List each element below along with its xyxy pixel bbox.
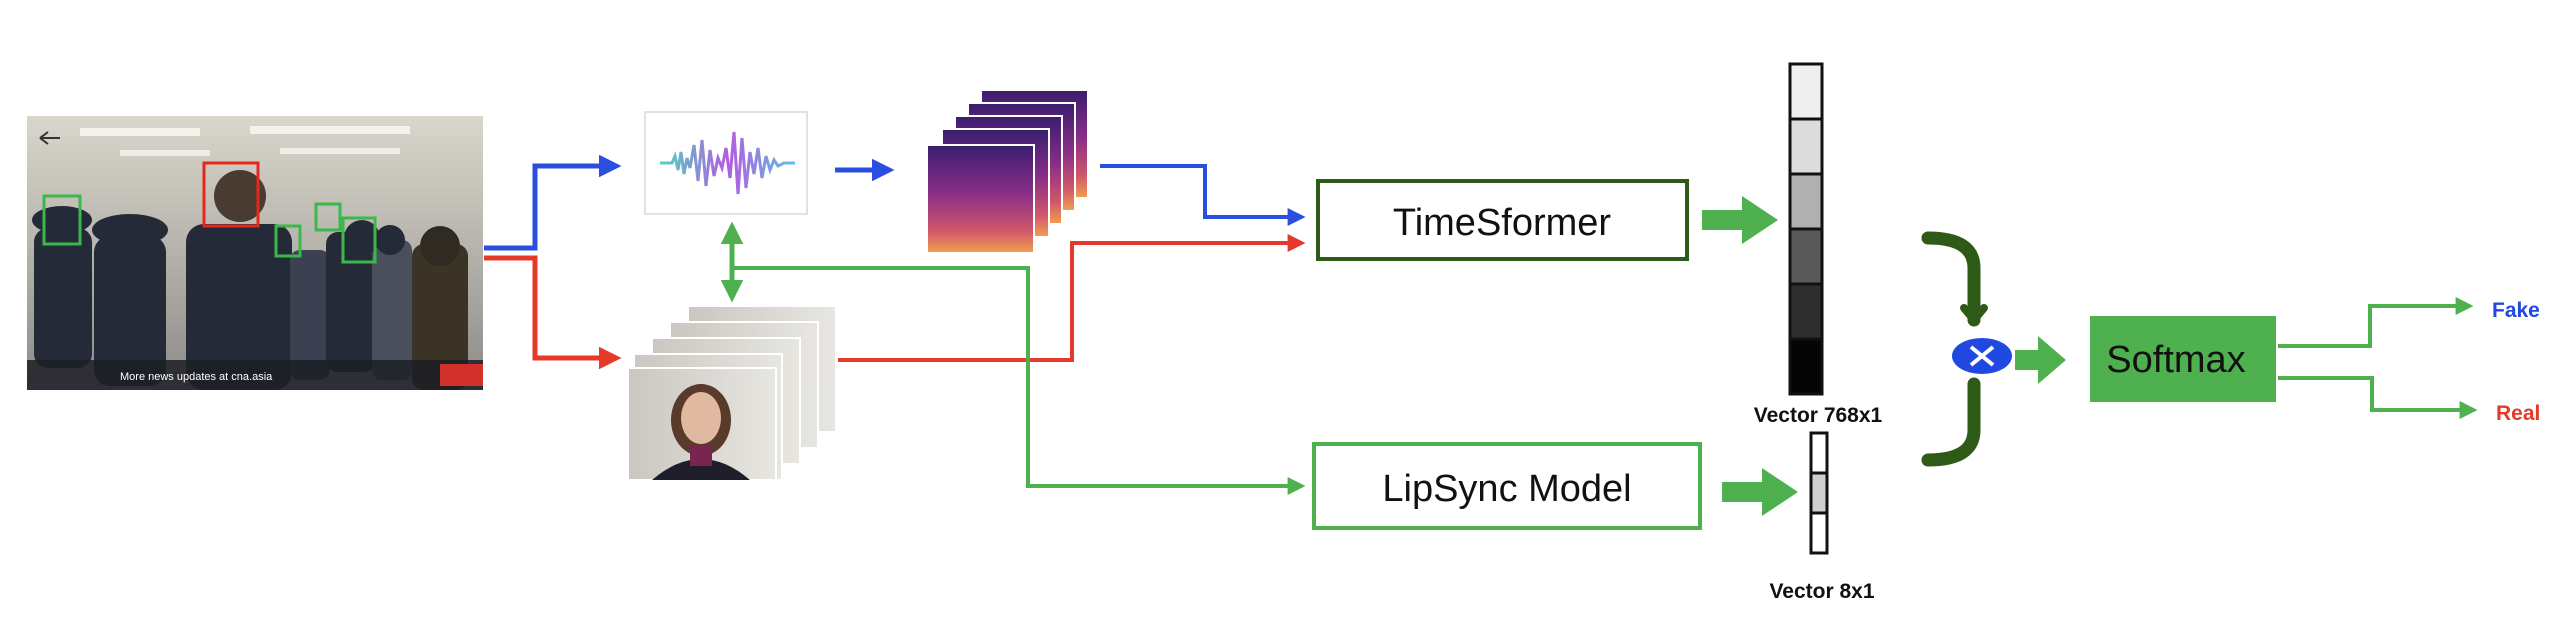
timesformer-label: TimeSformer: [1393, 202, 1612, 244]
arrow-faces-to-timesformer: [838, 234, 1306, 362]
arrow-to-lipsync: [732, 266, 1306, 495]
face-crop-stack: [627, 305, 837, 481]
timesformer-box: TimeSformer: [1316, 179, 1689, 261]
fusion-brace: [1921, 231, 1988, 467]
vector-768-bar: Vector 768x1: [1754, 62, 1883, 427]
arrow-fusion-to-softmax: [2015, 336, 2066, 384]
lipsync-label: LipSync Model: [1382, 468, 1631, 510]
video-ticker-text: More news updates at cna.asia: [120, 371, 273, 383]
arrow-spectrogram-to-timesformer: [1100, 164, 1306, 226]
spectrogram-stack: [926, 89, 1089, 254]
arrow-video-to-faces: [484, 255, 622, 370]
multiply-operator-icon: [1952, 338, 2012, 374]
softmax-label: Softmax: [2106, 339, 2245, 381]
arrow-to-real: [2278, 376, 2478, 419]
arrow-lipsync-to-vector: [1722, 468, 1798, 516]
input-video-frame: More news updates at cna.asia: [27, 116, 483, 390]
real-label: Real: [2496, 402, 2540, 425]
lipsync-box: LipSync Model: [1312, 442, 1702, 530]
vector-768-label: Vector 768x1: [1754, 404, 1883, 427]
arrow-to-fake: [2278, 297, 2474, 348]
sound-waveform-icon: [644, 111, 808, 215]
vector-8-label: Vector 8x1: [1769, 580, 1874, 603]
arrow-timesformer-to-vector: [1702, 196, 1778, 244]
vector-8-bar: Vector 8x1: [1769, 431, 1875, 603]
softmax-box: Softmax: [2090, 316, 2276, 402]
arrow-video-to-audio: [484, 154, 622, 251]
fake-label: Fake: [2492, 299, 2540, 322]
